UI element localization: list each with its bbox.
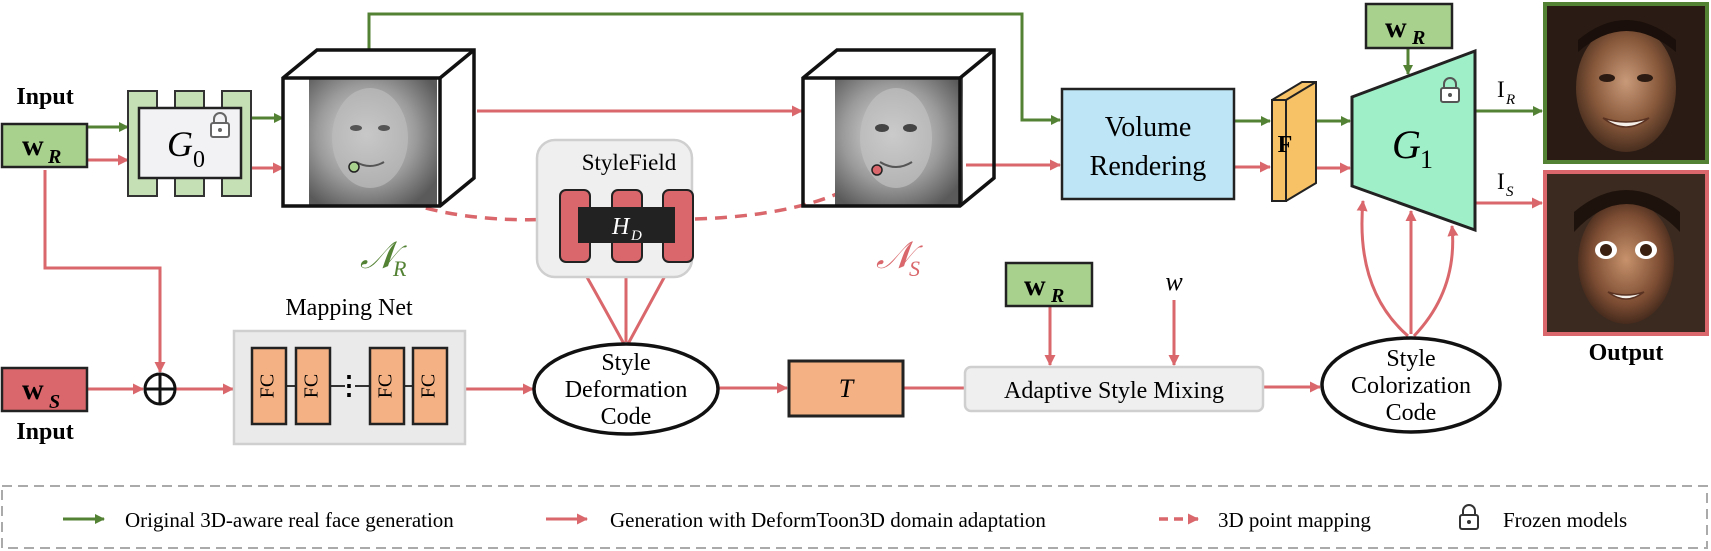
svg-text:Original 3D-aware real face ge: Original 3D-aware real face generation	[125, 508, 454, 532]
svg-text:Generation with DeformToon3D d: Generation with DeformToon3D domain adap…	[610, 508, 1046, 532]
style-deformation-code: Style Deformation Code	[532, 342, 720, 436]
ws-input-box	[0, 366, 89, 413]
output-toon-face-image	[1543, 170, 1709, 336]
legend-item-dashed: 3D point mapping	[1159, 508, 1371, 532]
hd-label: H	[611, 214, 631, 240]
arrow-nr-to-volume-green	[367, 12, 1061, 125]
svg-text:Style: Style	[1386, 346, 1435, 372]
svg-text:FC: FC	[257, 374, 279, 398]
volume-rendering-box: Volume Rendering	[1060, 87, 1236, 201]
style-colorization-code: Style Colorization Code	[1320, 336, 1502, 434]
svg-text:FC: FC	[301, 374, 323, 398]
legend-item-red: Generation with DeformToon3D domain adap…	[546, 508, 1046, 532]
svg-text:3D point mapping: 3D point mapping	[1218, 508, 1371, 532]
svg-text:Code: Code	[601, 404, 652, 430]
volume-nr: 𝒩 R	[281, 48, 476, 281]
asm-label: Adaptive Style Mixing	[1004, 378, 1224, 404]
wr-top-sub: R	[1411, 27, 1425, 49]
svg-text:FC: FC	[375, 374, 397, 398]
svg-text:Code: Code	[1386, 400, 1437, 426]
ws-input-sub: S	[49, 391, 60, 413]
nr-point-marker	[348, 161, 360, 173]
t-label: T	[839, 374, 855, 403]
legend-item-lock: Frozen models	[1459, 504, 1627, 532]
output-label: Output	[1589, 340, 1664, 366]
is-sub: S	[1506, 184, 1514, 200]
wr-mid-sub: R	[1050, 285, 1064, 307]
mapping-net: Mapping Net FC FC ⋮ FC FC	[232, 295, 467, 446]
svg-text:FC: FC	[418, 374, 440, 398]
g1-label: G	[1392, 122, 1421, 167]
lock-icon	[210, 112, 230, 138]
input-label-bottom: Input	[16, 419, 73, 445]
wr-input-box	[0, 122, 89, 169]
fc-ellipsis: ⋮	[336, 371, 362, 400]
g1-sub: 1	[1420, 145, 1433, 174]
fc-layer-1: FC	[250, 346, 288, 426]
feature-label: F	[1278, 132, 1293, 158]
lock-icon	[1459, 504, 1479, 530]
svg-text:Style: Style	[601, 350, 650, 376]
generator-g1: G 1	[1350, 48, 1477, 233]
volume-rendering-line2: Rendering	[1090, 151, 1207, 182]
wr-top-box: w R	[1364, 2, 1454, 50]
hd-sub: D	[630, 228, 642, 244]
wr-mid-main: w	[1024, 269, 1046, 302]
output-real-face-image	[1543, 2, 1709, 164]
nr-sub: R	[392, 256, 407, 281]
volume-rendering-line1: Volume	[1105, 112, 1192, 143]
output-labels: I R I S	[1497, 77, 1515, 200]
legend: Original 3D-aware real face generation G…	[1, 485, 1708, 549]
feature-f: F	[1271, 81, 1317, 202]
g0-sub: 0	[193, 147, 205, 173]
volume-ns: 𝒩 S	[801, 48, 996, 281]
input-ws-block: w S Input	[0, 366, 89, 445]
legend-item-green: Original 3D-aware real face generation	[63, 508, 454, 532]
legend-frame	[1, 485, 1708, 549]
is-main: I	[1497, 169, 1505, 194]
input-label-top: Input	[16, 84, 73, 110]
fc-layer-3: FC	[368, 346, 406, 426]
arrow-scc-to-g1-right	[1412, 225, 1459, 338]
input-wr-block: Input w R	[0, 84, 89, 169]
g0-label: G	[167, 124, 193, 164]
ws-input-main: w	[22, 373, 44, 406]
fc-layer-2: FC	[294, 346, 332, 426]
wr-input-sub: R	[47, 146, 61, 168]
wr-mid-box: w R	[1004, 261, 1094, 308]
lock-icon	[1440, 77, 1460, 103]
stylefield-title: StyleField	[582, 150, 677, 175]
arrow-scc-to-g1-left	[1356, 200, 1409, 338]
ns-point-marker	[871, 164, 883, 176]
ns-sub: S	[909, 256, 920, 281]
adaptive-style-mixing: Adaptive Style Mixing	[963, 365, 1265, 413]
ir-main: I	[1497, 77, 1505, 102]
arrow-wr-to-oplus	[43, 170, 166, 373]
wr-top-main: w	[1385, 11, 1407, 44]
svg-text:Frozen models: Frozen models	[1503, 508, 1627, 532]
svg-text:Colorization: Colorization	[1351, 373, 1471, 399]
ir-sub: R	[1505, 92, 1515, 108]
transform-t: T	[787, 359, 905, 418]
connectors	[43, 12, 1543, 395]
wr-input-main: w	[22, 129, 44, 162]
oplus-icon	[143, 372, 177, 406]
w-symbol: w	[1165, 267, 1183, 296]
mapping-net-title: Mapping Net	[285, 295, 413, 321]
generator-g0: G 0	[127, 90, 252, 197]
fc-layer-4: FC	[411, 346, 449, 426]
svg-text:Deformation: Deformation	[565, 377, 688, 403]
stylefield-block: StyleField H D	[535, 138, 694, 279]
